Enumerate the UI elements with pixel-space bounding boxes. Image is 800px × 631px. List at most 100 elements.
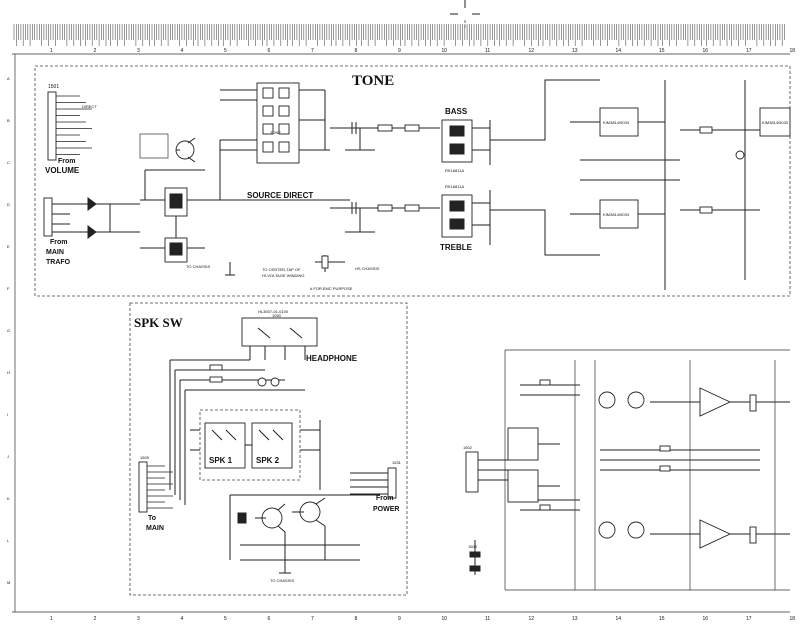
- top-border-number: 4: [181, 48, 184, 54]
- left-border-letter: J: [7, 454, 9, 459]
- trafo-label-1: From: [50, 239, 68, 246]
- trafo-label-3: TRAFO: [46, 259, 71, 266]
- bottom-border-number: 4: [181, 616, 184, 622]
- top-border-number: 13: [572, 48, 578, 54]
- bottom-border-number: 5: [224, 616, 227, 622]
- trafo-label-2: MAIN: [46, 249, 64, 256]
- center-tap-label-2: HI-VOLTAGE WINDING: [262, 273, 305, 278]
- tone-op-amps: KIM3814/5033 KIM3814/5033 KIM3814/5033: [490, 79, 791, 290]
- amp-top-label: KIM3814/5033: [603, 120, 630, 125]
- to-main-label-1: To: [148, 515, 156, 522]
- bottom-border-number: 15: [659, 616, 665, 622]
- bottom-border-number: 16: [703, 616, 709, 622]
- left-border-letter: F: [7, 286, 10, 291]
- center-tap-label-1: TO CENTER-TAP OF: [262, 267, 301, 272]
- emc-purpose-label: # FOR EMC PURPOSE: [310, 286, 353, 291]
- bottom-border-number: 8: [355, 616, 358, 622]
- from-volume-label-2: VOLUME: [45, 166, 80, 175]
- hp-code-label: 1050: [272, 313, 282, 318]
- left-border-letter: M: [7, 580, 10, 585]
- top-center-marker: [450, 0, 480, 30]
- bottom-border-number: 1: [50, 616, 53, 622]
- left-border-letter: B: [7, 118, 10, 123]
- bottom-border-number: 14: [616, 616, 622, 622]
- conn-1502-label: 1502: [463, 445, 473, 450]
- headphone-jack: HL3507-01-0100 1050 HEADPHONE: [241, 309, 358, 363]
- bottom-border-number: 3: [137, 616, 140, 622]
- left-border-letter: C: [7, 160, 10, 165]
- conn-1503-label: 1503: [468, 544, 478, 549]
- tone-chip-label: TONE: [270, 130, 281, 135]
- left-border-letter: G: [7, 328, 10, 333]
- spk-sw-transistors: TO CHASSIS: [229, 494, 380, 583]
- tone-title: TONE: [352, 73, 394, 89]
- tone-section-box: [34, 65, 791, 297]
- top-border-number: 9: [398, 48, 401, 54]
- top-border-number: 5: [224, 48, 227, 54]
- bass-label: BASS: [445, 107, 468, 116]
- hs-chassis-label: HS CHASSIS: [355, 266, 380, 271]
- direct-label: DIRECT: [82, 104, 97, 109]
- conn-1501-label: 1501: [48, 84, 59, 90]
- conn-1531-label: 1531: [392, 460, 402, 465]
- bottom-border-number: 6: [268, 616, 271, 622]
- bottom-border-number: 17: [746, 616, 752, 622]
- spk2-label: SPK 2: [256, 456, 280, 465]
- bass-block: BASS RK16811A: [441, 107, 491, 173]
- top-border-number: 12: [529, 48, 535, 54]
- to-main-label-2: MAIN: [146, 525, 164, 532]
- to-chassis-label: TO CHASSIS: [186, 264, 210, 269]
- top-border-number: 8: [355, 48, 358, 54]
- ic-bass-label: RK16811A: [445, 168, 464, 173]
- top-border-number: 11: [485, 48, 490, 54]
- top-border-number: 1: [50, 48, 53, 54]
- conn-1505-label: 1505: [140, 455, 150, 460]
- left-border-letter: E: [7, 244, 10, 249]
- bottom-border-number: 9: [398, 616, 401, 622]
- left-border-letter: H: [7, 370, 10, 375]
- amp-bottom-label: KIM3814/5033: [603, 212, 630, 217]
- to-main-connector: 1505 To MAIN: [138, 455, 173, 532]
- spk1-label: SPK 1: [209, 456, 233, 465]
- emc-center-tap: TO CENTER-TAP OF HI-VOLTAGE WINDING HS C…: [262, 255, 380, 291]
- bottom-border-number: 13: [572, 616, 578, 622]
- ic-treble-label: RK16811A: [445, 184, 464, 189]
- top-border-number: 15: [659, 48, 665, 54]
- source-direct-label: SOURCE DIRECT: [247, 191, 313, 200]
- bottom-border-number: 2: [94, 616, 97, 622]
- to-chassis-label-2: TO CHASSIS: [270, 578, 294, 583]
- from-volume-label-1: From: [58, 158, 76, 165]
- amp-right-label: KIM3814/5033: [762, 120, 789, 125]
- headphone-label: HEADPHONE: [306, 354, 358, 363]
- bottom-border-number: 11: [485, 616, 490, 622]
- bottom-border-number: 7: [311, 616, 314, 622]
- top-border-number: 6: [268, 48, 271, 54]
- top-border-number: 3: [137, 48, 140, 54]
- power-amp-section: [504, 349, 790, 591]
- bottom-border-number: 12: [529, 616, 535, 622]
- left-border-letter: K: [7, 496, 10, 501]
- top-ruler-strip: [10, 22, 790, 48]
- left-border-letters: A B C D E F G H I J K L M: [7, 76, 10, 585]
- top-border-number: 2: [94, 48, 97, 54]
- left-border-letter: A: [7, 76, 10, 81]
- top-border-number: 14: [616, 48, 622, 54]
- power-regulators: TO CHASSIS: [70, 133, 235, 276]
- left-border-letter: D: [7, 202, 10, 207]
- tone-signal-path: [330, 122, 440, 233]
- top-border-number: 17: [746, 48, 752, 54]
- top-border-number: 10: [442, 48, 448, 54]
- hp-part-label: HL3507-01-0100: [258, 309, 289, 314]
- left-border-letter: L: [7, 538, 10, 543]
- from-main-trafo-connector: From MAIN TRAFO: [43, 197, 71, 266]
- mute-relays: 1502 1503: [463, 427, 560, 575]
- from-power-label-2: POWER: [373, 506, 399, 513]
- bottom-border-number: 18: [790, 616, 796, 622]
- spk-sw-title: SPK SW: [134, 315, 183, 330]
- spk-sw-wiring: [169, 359, 305, 505]
- treble-label: TREBLE: [440, 243, 473, 252]
- left-border-letter: I: [7, 412, 8, 417]
